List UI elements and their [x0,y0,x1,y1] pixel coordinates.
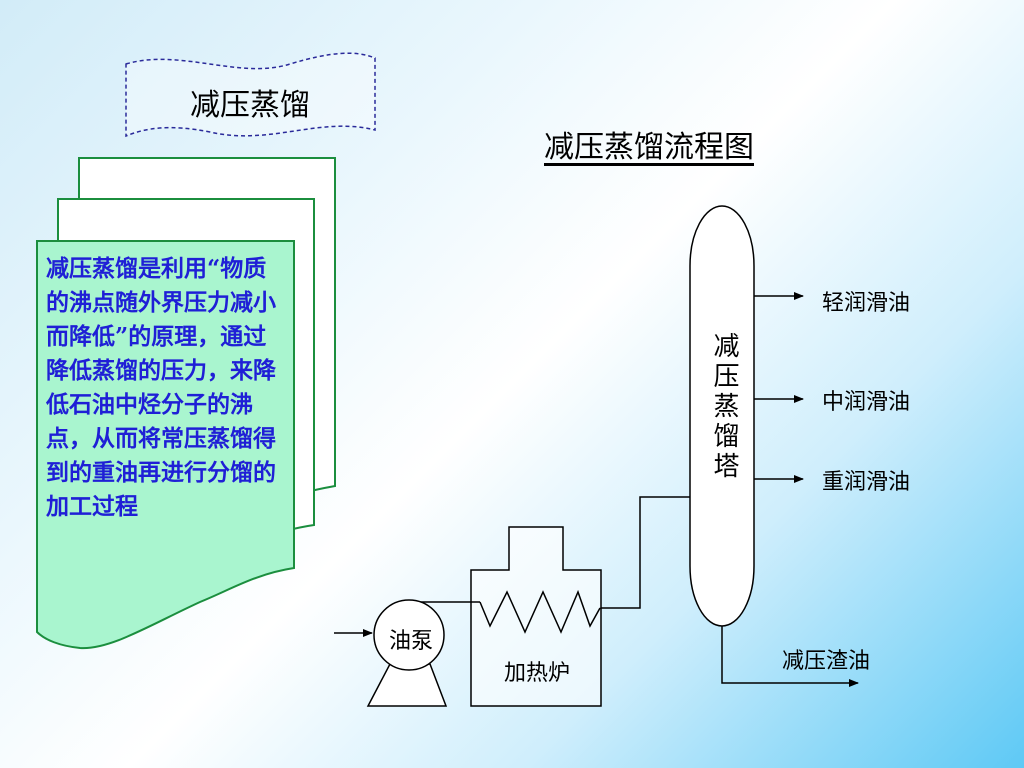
residue-label: 减压渣油 [782,649,871,674]
oil-pump [373,599,445,671]
medium-oil-label: 中润滑油 [822,390,911,415]
banner-title: 减压蒸馏 [190,88,310,123]
light-oil-label: 轻润滑油 [822,291,911,316]
diagram-title: 减压蒸馏流程图 [544,130,754,165]
furnace-to-tower-line [600,496,690,609]
furnace [470,526,602,707]
heavy-oil-label: 重润滑油 [822,470,911,495]
furnace-label: 加热炉 [503,661,570,686]
heating-coil [479,589,601,634]
residue-arrow [721,626,859,687]
banner-shape [125,52,376,138]
pump-label: 油泵 [388,629,433,654]
description-text: 减压蒸馏是利用“物质的沸点随外界压力减小而降低”的原理，通过降低蒸馏的压力，来降… [46,255,276,520]
card-front [36,240,295,650]
tower-label: 减压蒸馏塔 [709,332,739,482]
